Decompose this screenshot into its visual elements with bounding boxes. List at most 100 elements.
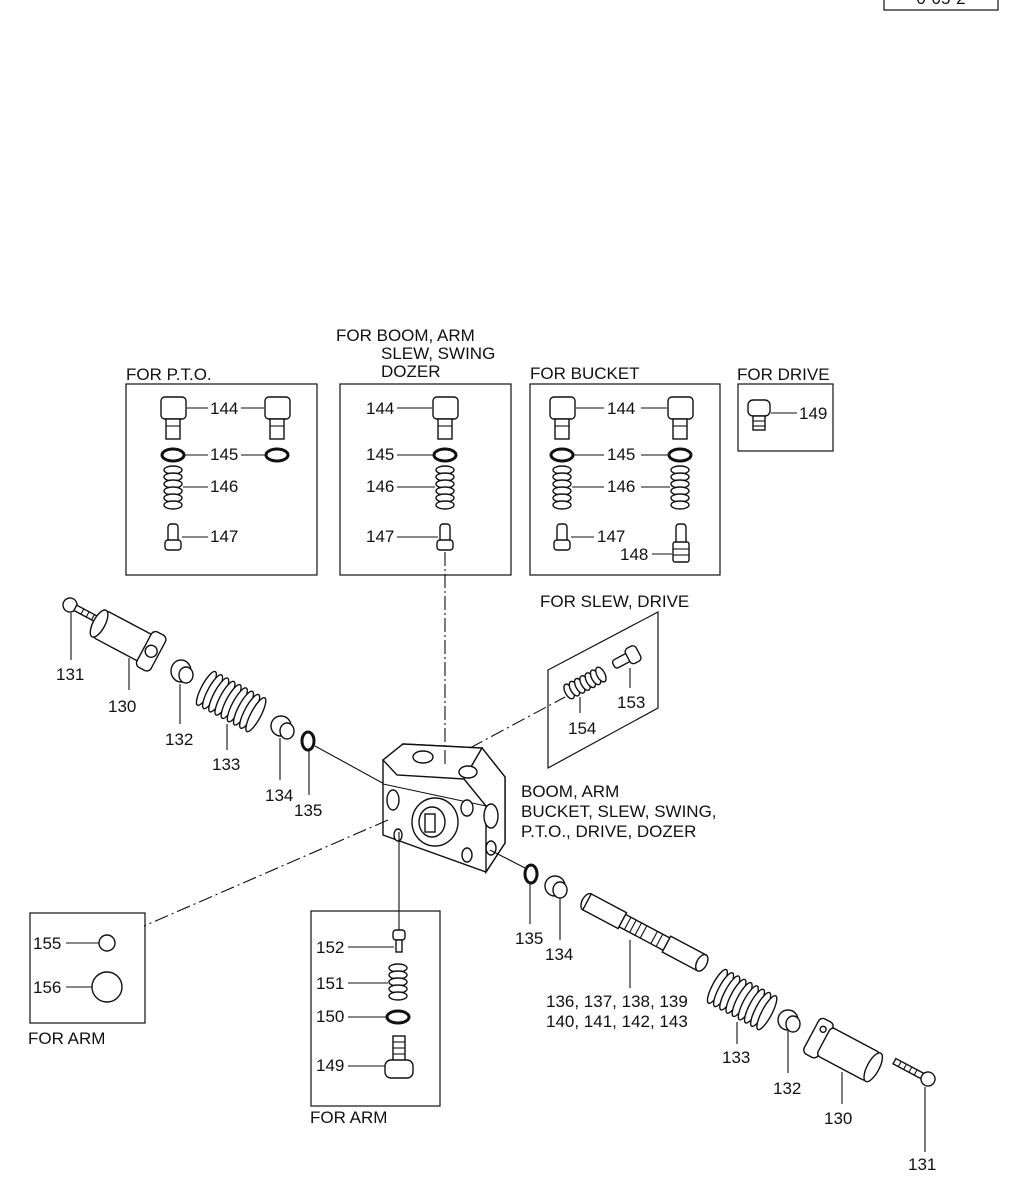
spring-icon [552, 465, 572, 510]
boom-caption-line1: FOR BOOM, ARM [336, 326, 475, 345]
spring-icon [670, 465, 690, 510]
left-spool-cap-group: 131 130 132 133 [56, 597, 322, 820]
arm-left-group: 155 156 FOR ARM [28, 912, 146, 1048]
label-147: 147 [210, 527, 238, 546]
boom-caption-line2: SLEW, SWING [381, 344, 495, 363]
label-153: 153 [617, 693, 645, 712]
label-147: 147 [597, 527, 625, 546]
valve-body-icon [381, 743, 506, 875]
boom-box [339, 383, 512, 576]
main-caption-group: BOOM, ARM BUCKET, SLEW, SWING, P.T.O., D… [521, 782, 717, 841]
o-ring-icon [432, 447, 458, 463]
slew-drive-group: FOR SLEW, DRIVE 154 153 [540, 592, 689, 770]
spring-seat-icon [777, 1009, 801, 1033]
o-ring-icon [667, 447, 693, 463]
slew-drive-caption: FOR SLEW, DRIVE [540, 592, 689, 611]
poppet-icon [392, 929, 406, 953]
o-ring-icon [160, 447, 186, 463]
spring-seat-icon [170, 659, 194, 684]
main-caption-line1: BOOM, ARM [521, 782, 619, 801]
label-133: 133 [722, 1048, 750, 1067]
plug-icon [747, 399, 771, 431]
plug-icon [549, 396, 576, 440]
spring-icon [163, 465, 183, 510]
label-133: 133 [212, 755, 240, 774]
label-144: 144 [366, 399, 394, 418]
label-144: 144 [210, 399, 238, 418]
main-caption-line2: BUCKET, SLEW, SWING, [521, 802, 717, 821]
o-ring-icon [264, 447, 290, 463]
label-spool-line1: 136, 137, 138, 139 [546, 992, 688, 1011]
drive-caption: FOR DRIVE [737, 365, 830, 384]
label-134: 134 [545, 945, 573, 964]
label-131: 131 [56, 665, 84, 684]
label-148: 148 [620, 545, 648, 564]
right-spool-group: 135 134 136, 137, 138, 139 140, 141, 142… [515, 863, 936, 1174]
label-146: 146 [210, 477, 238, 496]
bucket-box [529, 383, 721, 576]
label-131: 131 [908, 1155, 936, 1174]
label-146: 146 [607, 477, 635, 496]
check-poppet-icon [672, 523, 690, 563]
spring-icon [706, 968, 778, 1031]
spring-cap-icon [803, 1017, 884, 1083]
spring-cap-icon [89, 609, 167, 672]
plug-icon [432, 396, 459, 440]
bolt-icon [892, 1057, 936, 1087]
label-151: 151 [316, 974, 344, 993]
label-155: 155 [33, 934, 61, 953]
label-149: 149 [316, 1056, 344, 1075]
label-132: 132 [773, 1079, 801, 1098]
o-ring-icon [300, 730, 316, 752]
plug-icon [264, 396, 291, 440]
arm-bottom-caption: FOR ARM [310, 1108, 387, 1127]
bucket-caption: FOR BUCKET [530, 364, 640, 383]
spring-icon [435, 465, 455, 510]
plug-icon [667, 396, 694, 440]
label-154: 154 [568, 719, 596, 738]
plug-icon [91, 971, 123, 1003]
drive-box [737, 383, 834, 452]
label-135: 135 [515, 929, 543, 948]
spring-seat-icon [270, 715, 295, 740]
arm-left-caption: FOR ARM [28, 1029, 105, 1048]
spool-icon [580, 892, 709, 972]
main-caption-line3: P.T.O., DRIVE, DOZER [521, 822, 696, 841]
label-132: 132 [165, 730, 193, 749]
bucket-group: FOR BUCKET 144 145 [529, 364, 721, 576]
label-135: 135 [294, 801, 322, 820]
plug-icon [384, 1035, 414, 1079]
drive-group: FOR DRIVE 149 [737, 365, 834, 452]
poppet-icon [436, 523, 454, 551]
poppet-icon [611, 645, 642, 669]
label-130: 130 [824, 1109, 852, 1128]
sheet-reference: 0-05-2 [883, 0, 999, 11]
label-130: 130 [108, 697, 136, 716]
arm-bottom-group: 152 151 150 149 FOR ARM [310, 910, 441, 1127]
label-145: 145 [366, 445, 394, 464]
pto-box [125, 383, 318, 576]
arm-bottom-box [310, 910, 441, 1107]
label-146: 146 [366, 477, 394, 496]
label-149: 149 [799, 404, 827, 423]
sheet-reference-text: 0-05-2 [916, 0, 965, 8]
spring-icon [195, 670, 267, 733]
o-ring-icon [523, 863, 539, 885]
o-ring-icon [385, 1009, 411, 1025]
label-156: 156 [33, 978, 61, 997]
boom-caption-line3: DOZER [381, 362, 441, 381]
label-145: 145 [210, 445, 238, 464]
label-spool-line2: 140, 141, 142, 143 [546, 1012, 688, 1031]
label-147: 147 [366, 527, 394, 546]
o-ring-icon [549, 447, 575, 463]
label-152: 152 [316, 938, 344, 957]
slew-drive-box [547, 611, 659, 770]
arm-left-box [29, 912, 146, 1024]
label-145: 145 [607, 445, 635, 464]
poppet-icon [553, 523, 571, 551]
poppet-icon [164, 523, 182, 551]
label-150: 150 [316, 1007, 344, 1026]
spring-icon [388, 963, 408, 1001]
label-144: 144 [607, 399, 635, 418]
